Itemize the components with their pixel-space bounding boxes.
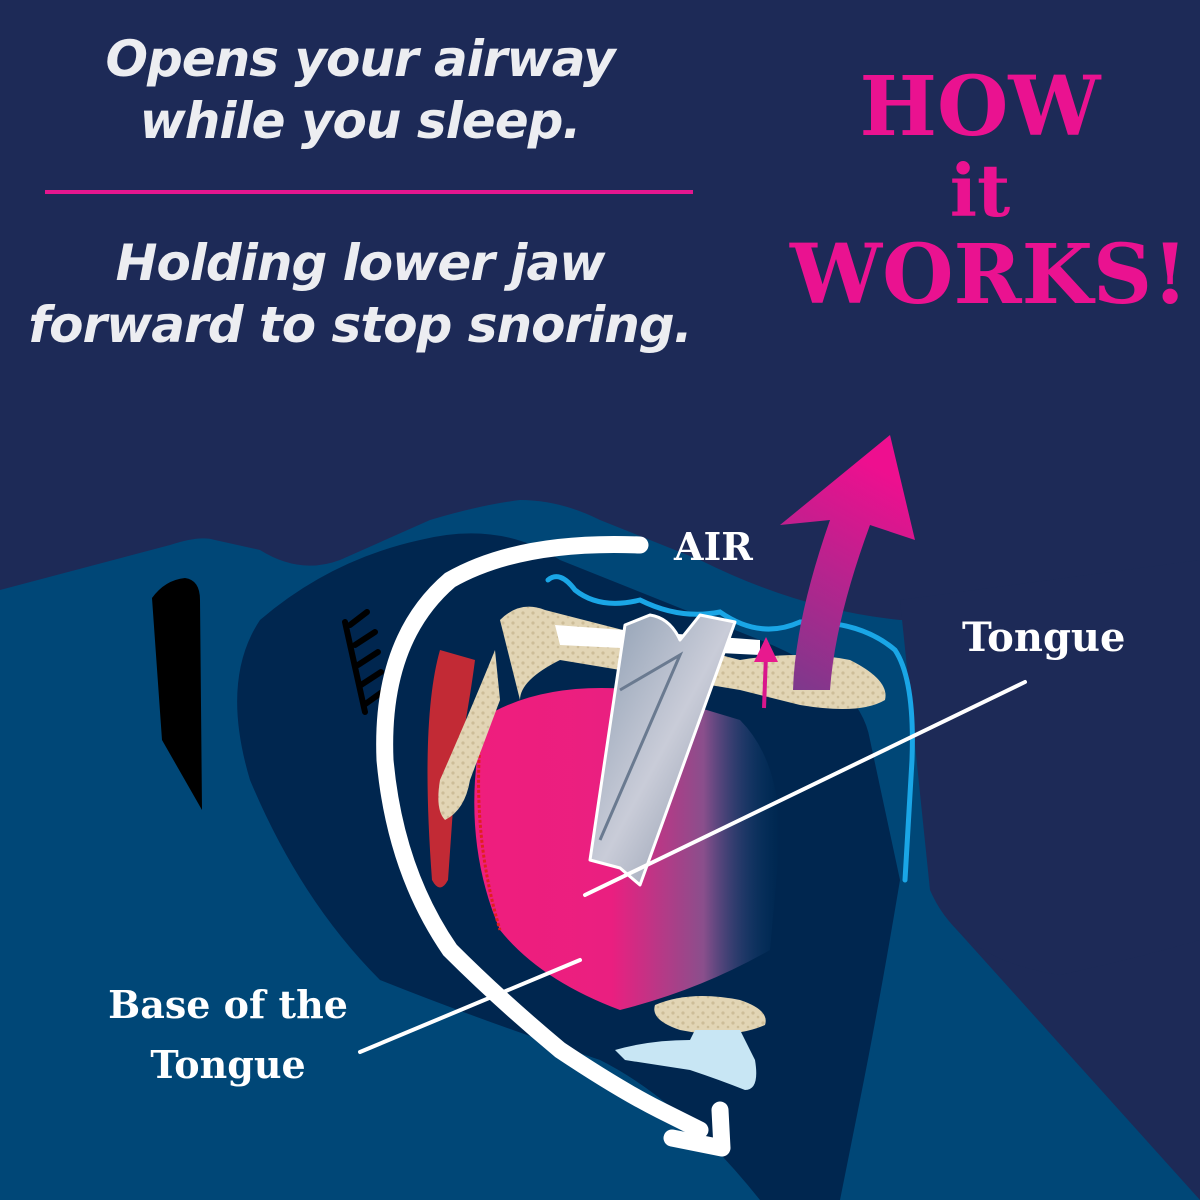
nose-icon (152, 578, 202, 810)
airflow-arrow-icon (376, 535, 731, 1157)
headline-airway: Opens your airway while you sleep. (105, 30, 615, 150)
pink-divider (45, 190, 693, 194)
tongue-leader-line (583, 680, 1027, 897)
how-it-works-title: HOW it WORKS! (790, 59, 1188, 320)
upward-jaw-arrow-icon (754, 637, 778, 709)
mouthguard-device-icon (588, 613, 737, 887)
title-how: HOW (859, 59, 1101, 155)
title-works: WORKS! (790, 227, 1189, 323)
title-it: it (949, 148, 1011, 233)
tongue-label: Tongue (962, 614, 1126, 661)
jaw-forward-arrow-icon (780, 435, 915, 690)
hyoid-bone (654, 996, 766, 1034)
eyelash-icon (342, 609, 385, 715)
headline-jaw: Holding lower jaw forward to stop snorin… (28, 234, 692, 354)
cartilage (615, 1030, 757, 1090)
air-label: AIR (674, 524, 753, 569)
base-leader-line (358, 958, 582, 1054)
lower-jaw-bone (438, 650, 500, 820)
base-of-tongue-label: Base of the Tongue (108, 982, 348, 1087)
